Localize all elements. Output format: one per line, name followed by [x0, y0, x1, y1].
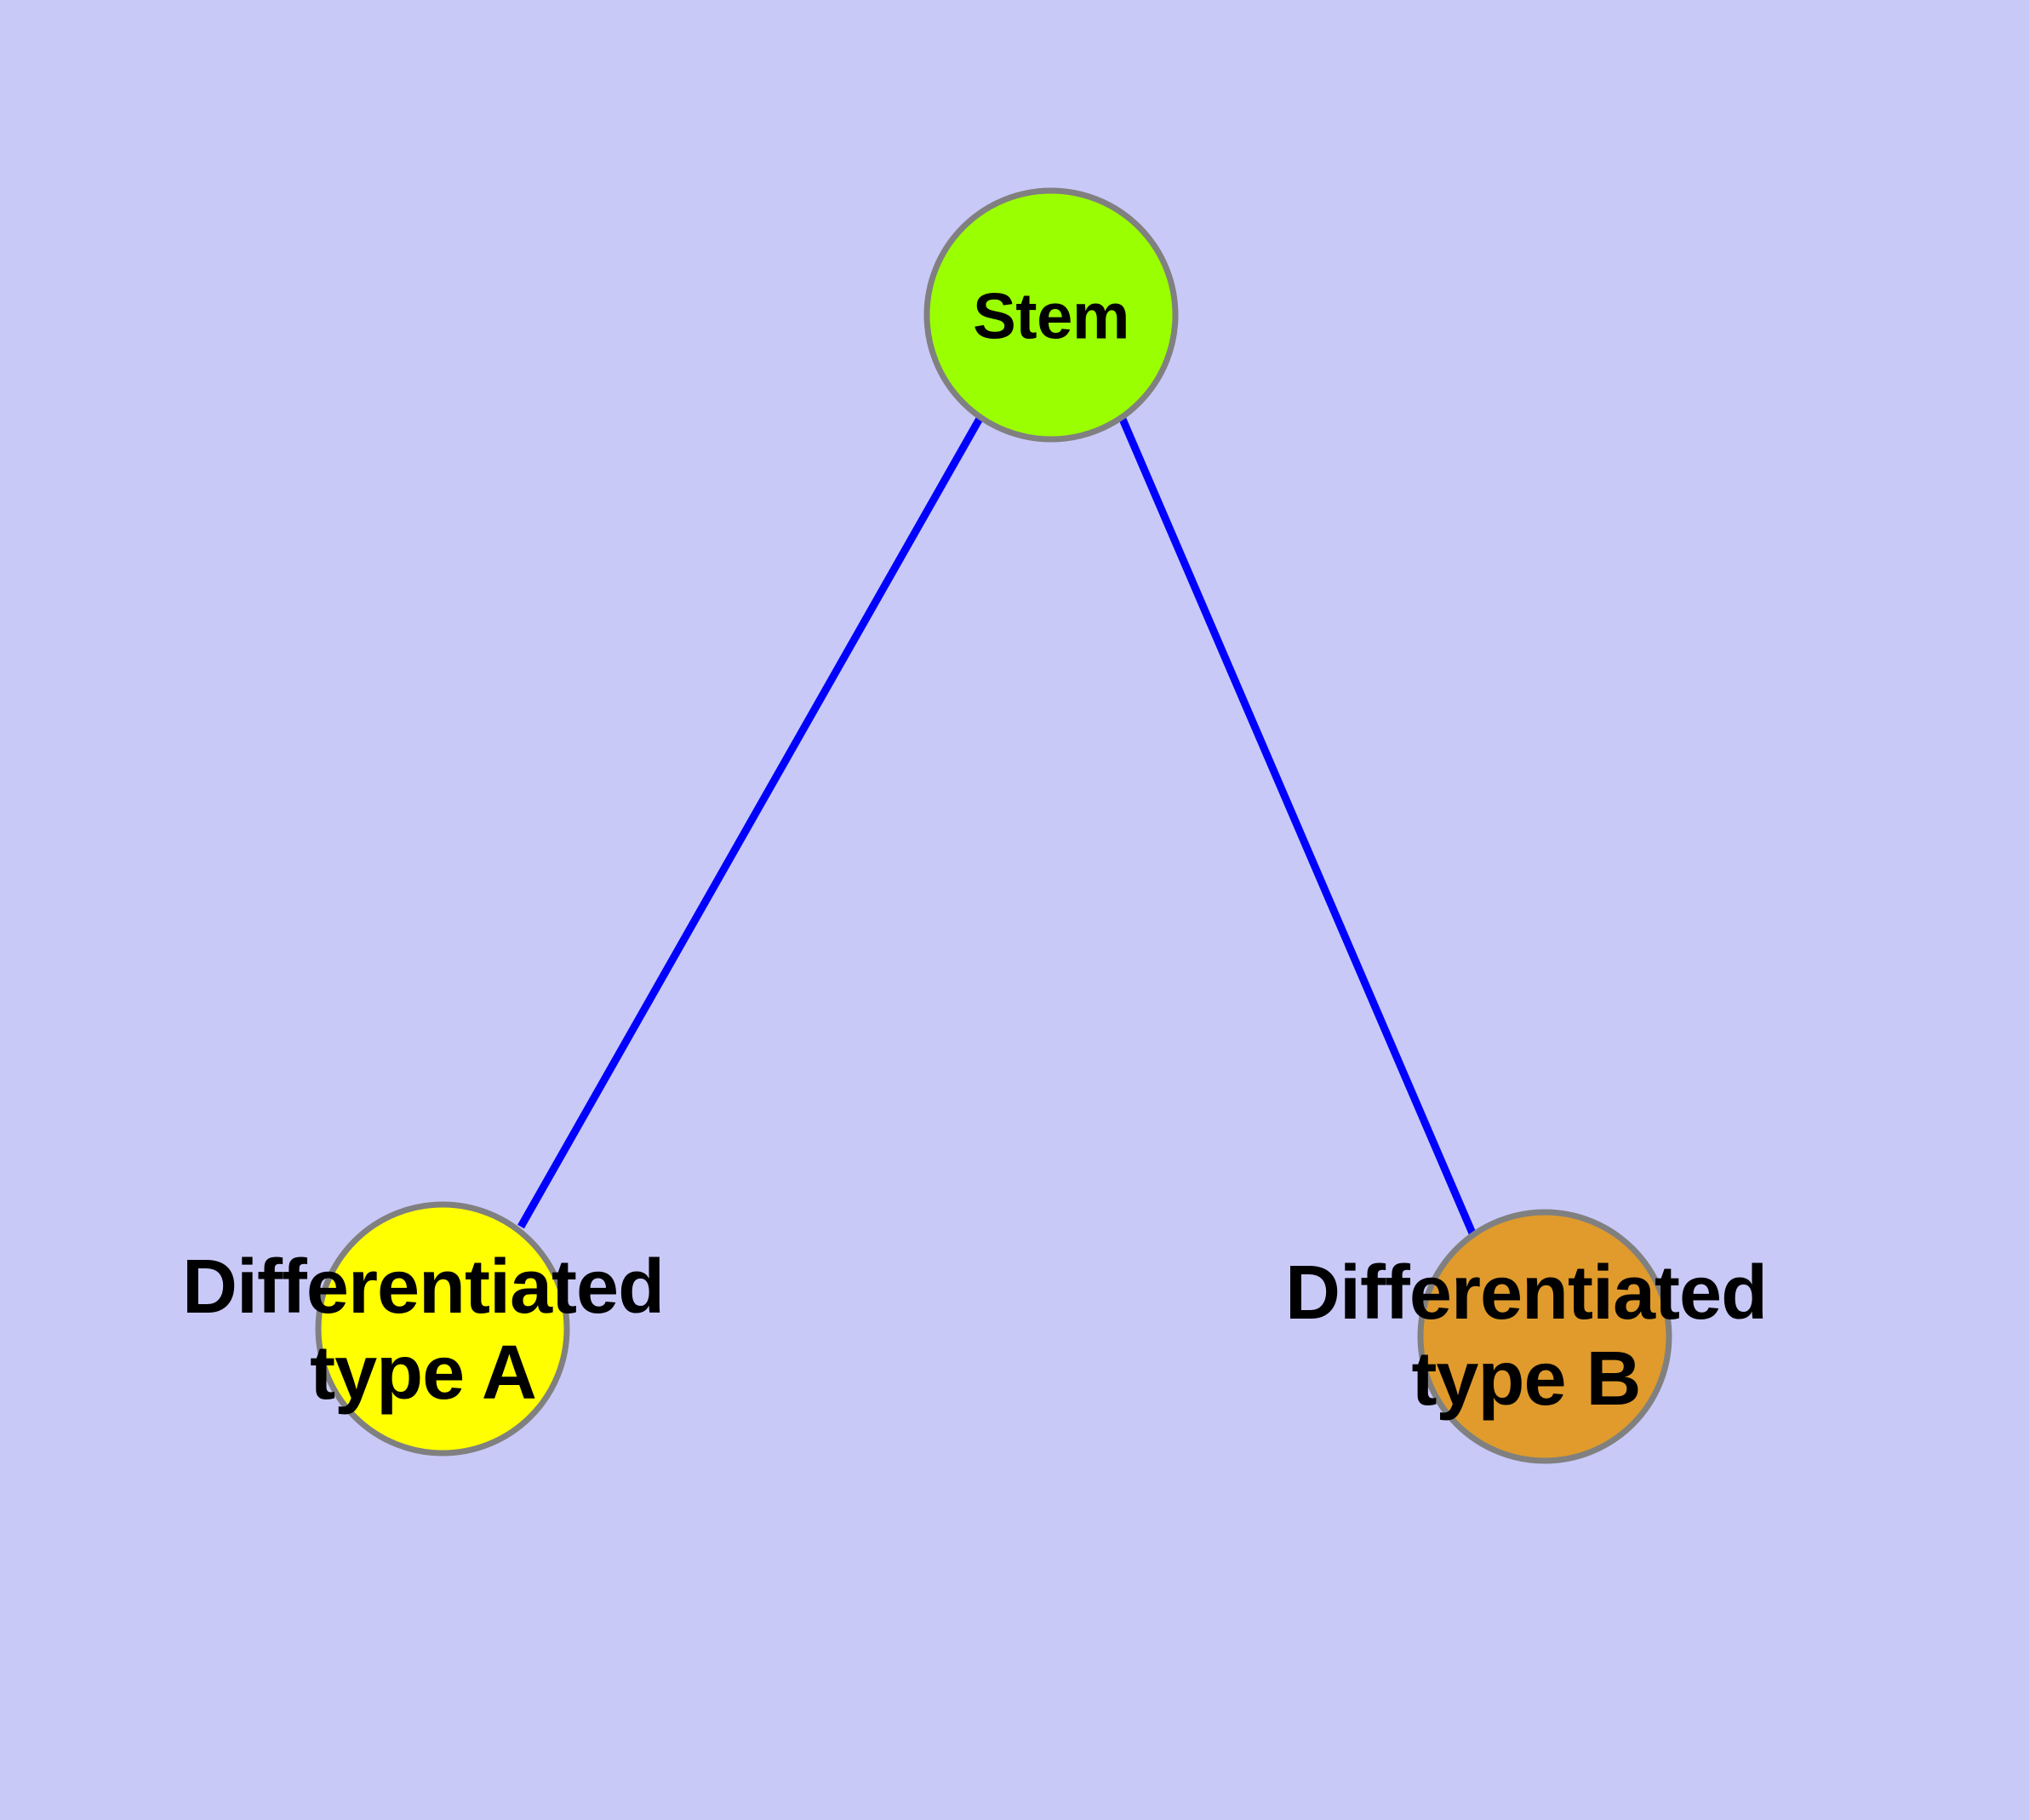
node-differentiated-type-b[interactable] — [1417, 1209, 1672, 1464]
node-layer — [315, 187, 1672, 1464]
node-differentiated-type-a[interactable] — [315, 1201, 570, 1457]
edge-stem-to-differentiated-type-a[interactable] — [517, 415, 984, 1229]
node-stem[interactable] — [923, 187, 1179, 443]
edge-layer — [517, 415, 1477, 1237]
edge-stem-to-differentiated-type-b[interactable] — [1117, 415, 1477, 1237]
